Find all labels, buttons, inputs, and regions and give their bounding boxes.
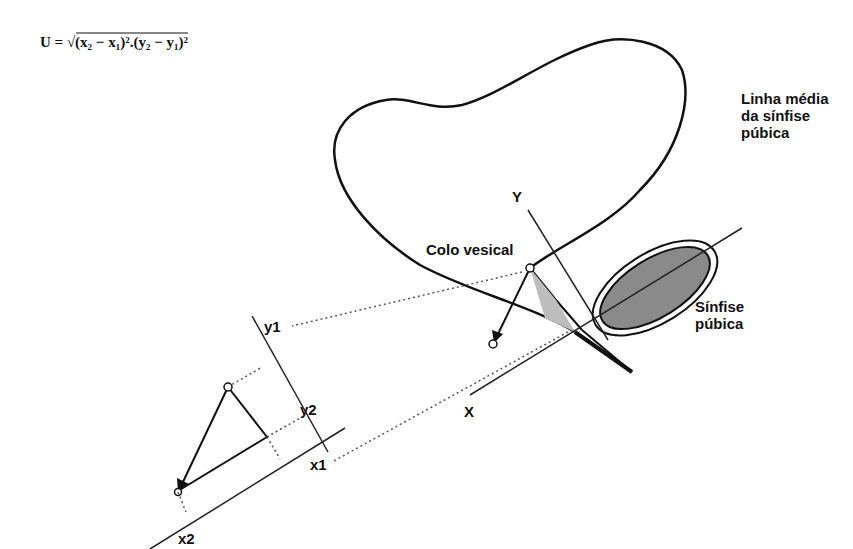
axis-label: Y [512,188,522,205]
neck-region [530,268,575,332]
guide-dots [178,492,186,512]
symphysis-outline [577,221,733,355]
coordinate-label: y2 [300,401,317,418]
end-point [489,340,497,348]
inset-x-axis [150,428,345,549]
coordinate-label: x2 [178,530,195,547]
y-axis [528,210,608,340]
coordinate-label: y1 [264,318,281,335]
formula: U = √(x₂ − x₁)².(y₂ − y₁)² [40,34,188,51]
coordinate-label: x1 [310,456,327,473]
guide-dots [267,437,280,459]
guide-dots [332,332,568,462]
neck-point [224,383,232,391]
structure-label: Sínfise púbica [695,298,767,332]
structure-label: Linha média da sínfise púbica [741,90,849,141]
neck-point [526,264,534,272]
triangle-side [228,387,267,437]
structure-label: Colo vesical [426,241,514,258]
displacement-arrow [182,387,228,484]
displacement-arrow [497,268,530,336]
guide-dots [292,272,522,326]
guide-dots [228,367,262,387]
guide-dots [267,418,300,437]
axis-label: X [464,403,474,420]
root-overline [76,32,188,33]
